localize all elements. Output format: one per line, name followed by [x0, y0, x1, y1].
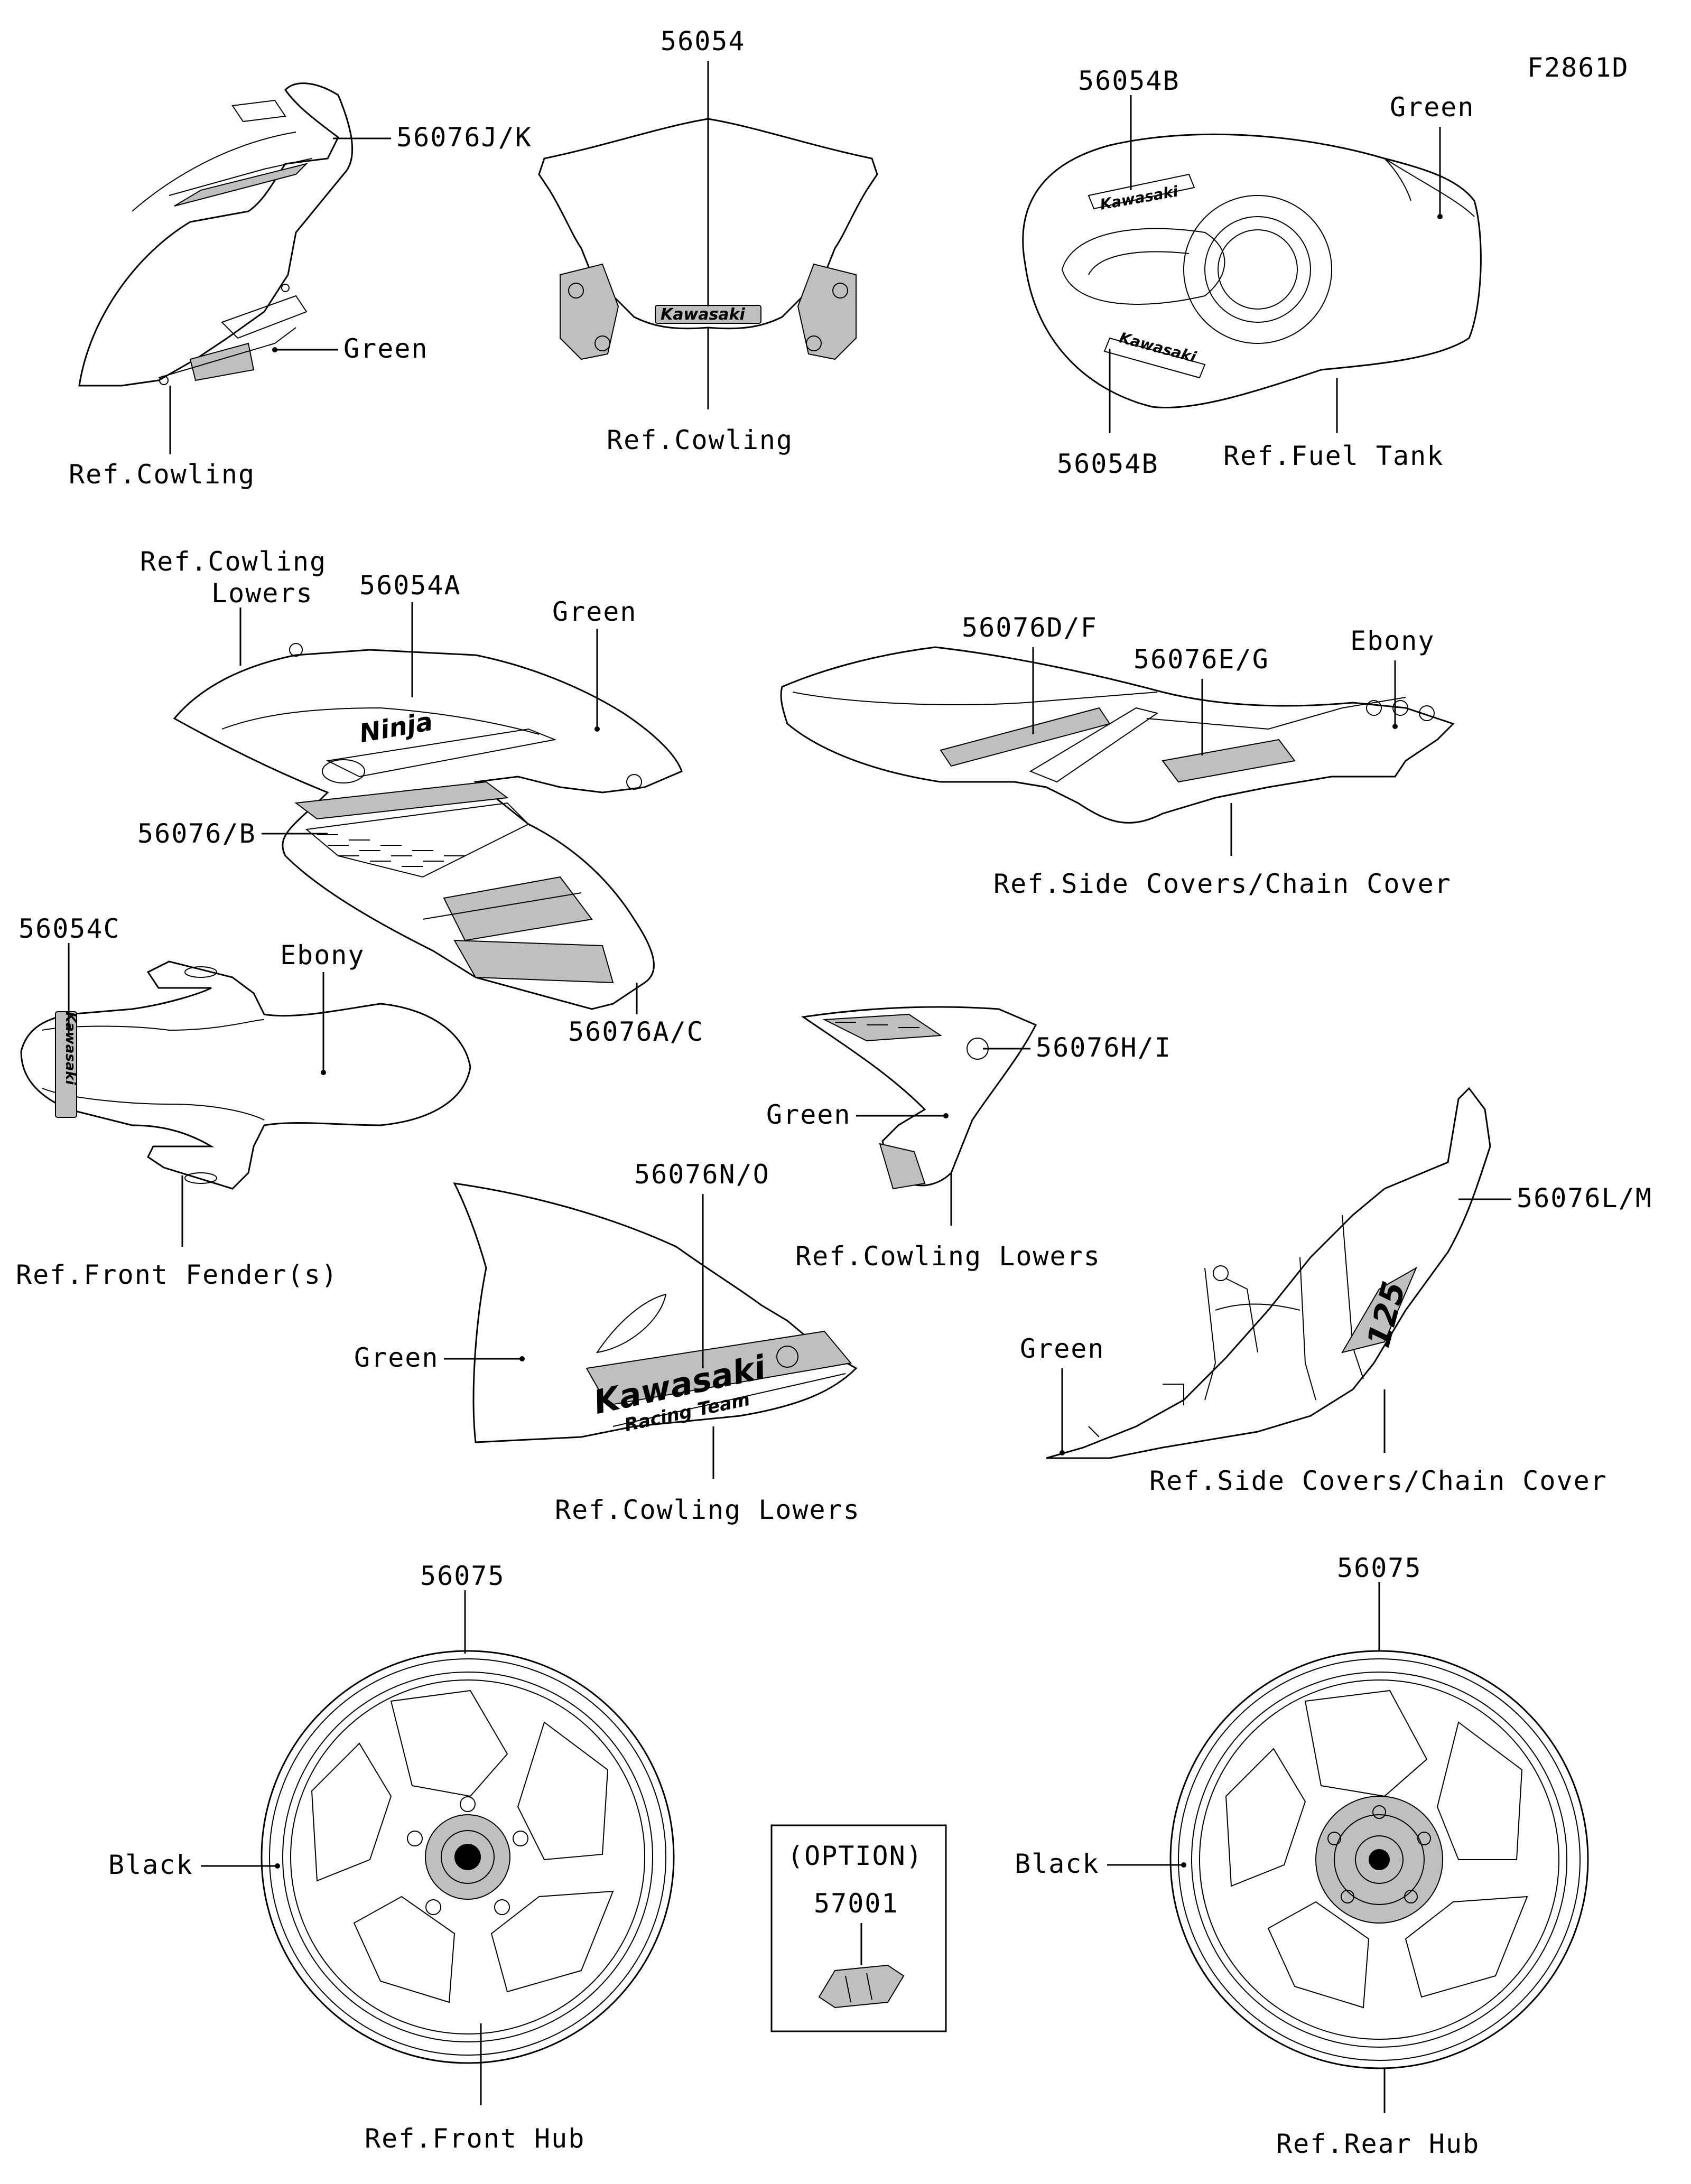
fuel-tank-color-dot [1437, 214, 1443, 219]
front-fender-logo: Kawasaki [62, 1012, 78, 1086]
side-covers-ref: Ref.Side Covers/Chain Cover [993, 869, 1452, 899]
front-fender: Kawasaki [20, 960, 471, 1190]
rear-wheel-ref: Ref.Rear Hub [1276, 2129, 1480, 2159]
inner-cowl [801, 1006, 1037, 1190]
cowling-lowers-part-no-honeycomb: 56076/B [137, 818, 256, 849]
front-fender-color: Ebony [280, 940, 365, 970]
rear-wheel-color-dot [1181, 1862, 1186, 1868]
side-fairing: Ninja [173, 643, 683, 1010]
cowling-lowers-ref-line2: Lowers [211, 578, 313, 609]
chain-cover: 125 [1046, 1087, 1491, 1459]
fuel-tank: Kawasaki Kawasaki [1022, 133, 1482, 409]
side-covers-part-no-2: 56076E/G [1133, 644, 1269, 675]
chain-cover-color-dot [1060, 1450, 1065, 1455]
option-box-part-no: 57001 [814, 1888, 899, 1919]
side-covers-color-dot [1392, 724, 1398, 729]
side-covers-color: Ebony [1350, 626, 1435, 656]
upper-cowl [78, 82, 354, 387]
windscreen-logo: Kawasaki [661, 305, 746, 324]
front-wheel-color: Black [108, 1850, 193, 1880]
cowling-lowers-color-dot [594, 726, 600, 732]
rear-wheel-part-no: 56075 [1337, 1553, 1422, 1583]
inner-cowl-color-dot [943, 1113, 949, 1118]
option-part-clip [818, 1964, 905, 2009]
upper-cowl-ref: Ref.Cowling [69, 459, 255, 490]
fuel-tank-ref: Ref.Fuel Tank [1223, 441, 1444, 471]
chain-cover-part-no: 56076L/M [1517, 1183, 1652, 1214]
side-covers-tail [780, 646, 1455, 824]
option-box: (OPTION) 57001 [770, 1824, 947, 2032]
fuel-tank-color: Green [1390, 92, 1475, 123]
front-fender-part-no: 56054C [18, 913, 120, 944]
front-wheel [261, 1650, 675, 2064]
front-wheel-color-dot [275, 1863, 280, 1869]
upper-cowl-color: Green [343, 333, 429, 364]
belly-pan-color-dot [519, 1356, 525, 1361]
front-fender-color-dot [321, 1070, 326, 1075]
belly-pan: Kawasaki Racing Team [453, 1182, 858, 1443]
rear-wheel-color: Black [1015, 1849, 1100, 1879]
rear-wheel [1169, 1650, 1589, 2069]
figure-code: F2861D [1527, 52, 1629, 83]
belly-pan-ref: Ref.Cowling Lowers [555, 1495, 860, 1525]
honeycomb-pattern [305, 802, 529, 878]
inner-cowl-part-no: 56076H/I [1036, 1032, 1172, 1063]
cowling-lowers-ref-line1: Ref.Cowling [140, 546, 327, 577]
chain-cover-color: Green [1020, 1333, 1105, 1364]
fuel-tank-part-no-top: 56054B [1078, 66, 1180, 96]
chain-cover-ref: Ref.Side Covers/Chain Cover [1149, 1466, 1608, 1496]
side-covers-part-no-1: 56076D/F [962, 612, 1098, 643]
option-box-title: (OPTION) [787, 1841, 923, 1871]
cowling-lowers-color: Green [552, 596, 637, 627]
cowling-lowers-part-no-ninja: 56054A [359, 570, 461, 601]
fuel-tank-part-no-bottom: 56054B [1057, 449, 1159, 479]
upper-cowl-part-no: 56076J/K [396, 122, 532, 153]
front-wheel-part-no: 56075 [420, 1561, 505, 1591]
upper-cowl-color-dot [272, 347, 277, 352]
inner-cowl-ref: Ref.Cowling Lowers [795, 1241, 1101, 1272]
front-wheel-ref: Ref.Front Hub [365, 2123, 585, 2154]
windscreen-part-no: 56054 [661, 26, 746, 57]
inner-cowl-color: Green [766, 1099, 851, 1130]
belly-pan-part-no: 56076N/O [634, 1159, 770, 1190]
front-fender-ref: Ref.Front Fender(s) [16, 1259, 338, 1290]
windscreen-ref: Ref.Cowling [607, 425, 793, 455]
cowling-lowers-part-no-bottom: 56076A/C [568, 1016, 704, 1047]
belly-pan-color: Green [354, 1342, 439, 1373]
